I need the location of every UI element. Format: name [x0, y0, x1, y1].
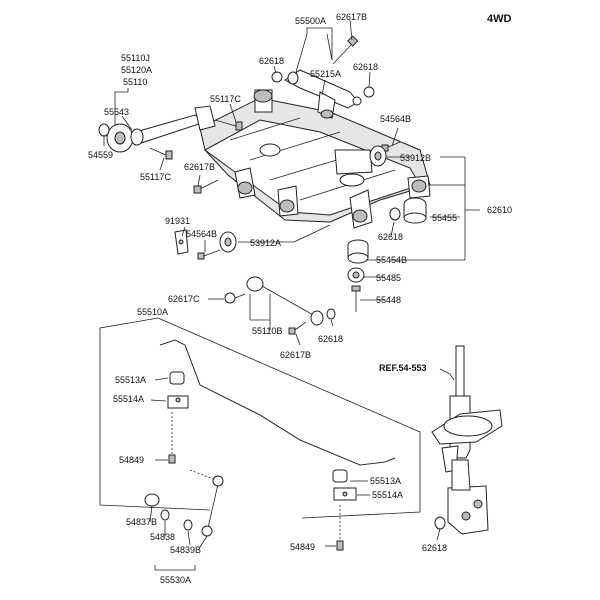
bolt-54564B-lower	[197, 249, 221, 260]
toe-link-55110B	[246, 276, 324, 326]
bolt-55448	[351, 285, 361, 312]
bolt-55117C-lower	[149, 147, 173, 160]
label-55530A: 55530A	[160, 575, 191, 585]
bushing-55513A-left	[169, 371, 185, 385]
label-55110: 55110	[123, 77, 147, 87]
label-55455: 55455	[432, 213, 457, 223]
label-54838: 54838	[150, 532, 175, 542]
washer-54559	[98, 123, 110, 137]
nut-62618-e	[434, 516, 446, 530]
mount-55454B	[347, 239, 369, 264]
label-55514A-right: 55514A	[372, 490, 403, 500]
label-55513A-left: 55513A	[115, 375, 146, 385]
label-54849-right: 54849	[290, 542, 315, 552]
label-55117C-upper: 55117C	[210, 94, 241, 104]
label-62618-b: 62618	[353, 62, 378, 72]
label-91931: 91931	[165, 216, 190, 226]
stabilizer-bar	[159, 339, 396, 466]
label-54837B: 54837B	[126, 517, 157, 527]
rear-subframe	[199, 89, 431, 229]
mount-53912B	[369, 145, 387, 167]
label-62617B-mid: 62617B	[184, 162, 215, 172]
bolt-62617B-top	[332, 35, 359, 65]
leader-lines	[99, 19, 480, 571]
label-55120A: 55120A	[121, 65, 152, 75]
bolt-54849-right	[336, 505, 344, 551]
bracket-91931	[174, 229, 189, 255]
label-55110J: 55110J	[121, 53, 150, 63]
label-62618-d: 62618	[318, 334, 343, 344]
label-62617B-top: 62617B	[336, 12, 367, 22]
nut-62618-a	[271, 71, 283, 83]
reference-label: REF.54-553	[379, 363, 427, 373]
bushing-54837B	[144, 493, 160, 507]
washer-54839B	[183, 519, 193, 531]
lateral-arm-55110	[106, 105, 216, 153]
label-53912B: 53912B	[400, 153, 431, 163]
label-54559: 54559	[88, 150, 113, 160]
bracket-55514A-right	[333, 487, 357, 501]
label-55510A: 55510A	[137, 307, 168, 317]
label-62618-a: 62618	[259, 56, 284, 66]
label-55215A: 55215A	[310, 69, 341, 79]
washer-55485	[347, 267, 365, 283]
bolt-62617C	[224, 292, 246, 304]
upper-arm	[284, 69, 362, 119]
mount-53912A	[219, 231, 237, 253]
label-62617B-bottom: 62617B	[280, 350, 311, 360]
label-55110B: 55110B	[252, 326, 282, 336]
shock-absorber	[431, 345, 503, 535]
bushing-55513A-right	[332, 469, 348, 483]
bracket-55514A-left	[167, 395, 189, 409]
bolt-55117C-upper	[214, 119, 243, 131]
nut-62618-b	[363, 86, 375, 98]
label-62618-e: 62618	[422, 543, 447, 553]
stabilizer-link	[189, 469, 224, 537]
label-55500A: 55500A	[295, 16, 326, 26]
label-62610: 62610	[487, 205, 512, 215]
label-54839B: 54839B	[170, 545, 201, 555]
bolt-54849-left	[168, 412, 176, 464]
label-55448: 55448	[376, 295, 401, 305]
nut-62618-c	[389, 207, 401, 221]
bushing-55543	[130, 128, 144, 146]
mount-55455	[403, 197, 427, 224]
washer-54838	[160, 509, 170, 521]
variant-label: 4WD	[487, 13, 512, 25]
label-54564B-upper: 54564B	[380, 114, 411, 124]
label-55514A-left: 55514A	[113, 394, 144, 404]
label-54849-left: 54849	[119, 455, 144, 465]
label-53912A: 53912A	[250, 238, 281, 248]
part-labels: 4WD REF.54-553 55500A 62617B 62618 55215…	[88, 12, 512, 585]
label-55117C-lower: 55117C	[140, 172, 171, 182]
label-62618-c: 62618	[378, 232, 403, 242]
label-62617C: 62617C	[168, 294, 200, 304]
bolt-62617B-bottom	[288, 321, 307, 335]
label-55543: 55543	[104, 107, 129, 117]
label-54564B-lower: 54564B	[186, 229, 217, 239]
label-55454B: 55454B	[376, 255, 407, 265]
label-55513A-right: 55513A	[370, 476, 401, 486]
label-55485: 55485	[376, 273, 401, 283]
nut-62618-d	[326, 308, 336, 320]
bolt-62617B-mid	[193, 179, 219, 194]
